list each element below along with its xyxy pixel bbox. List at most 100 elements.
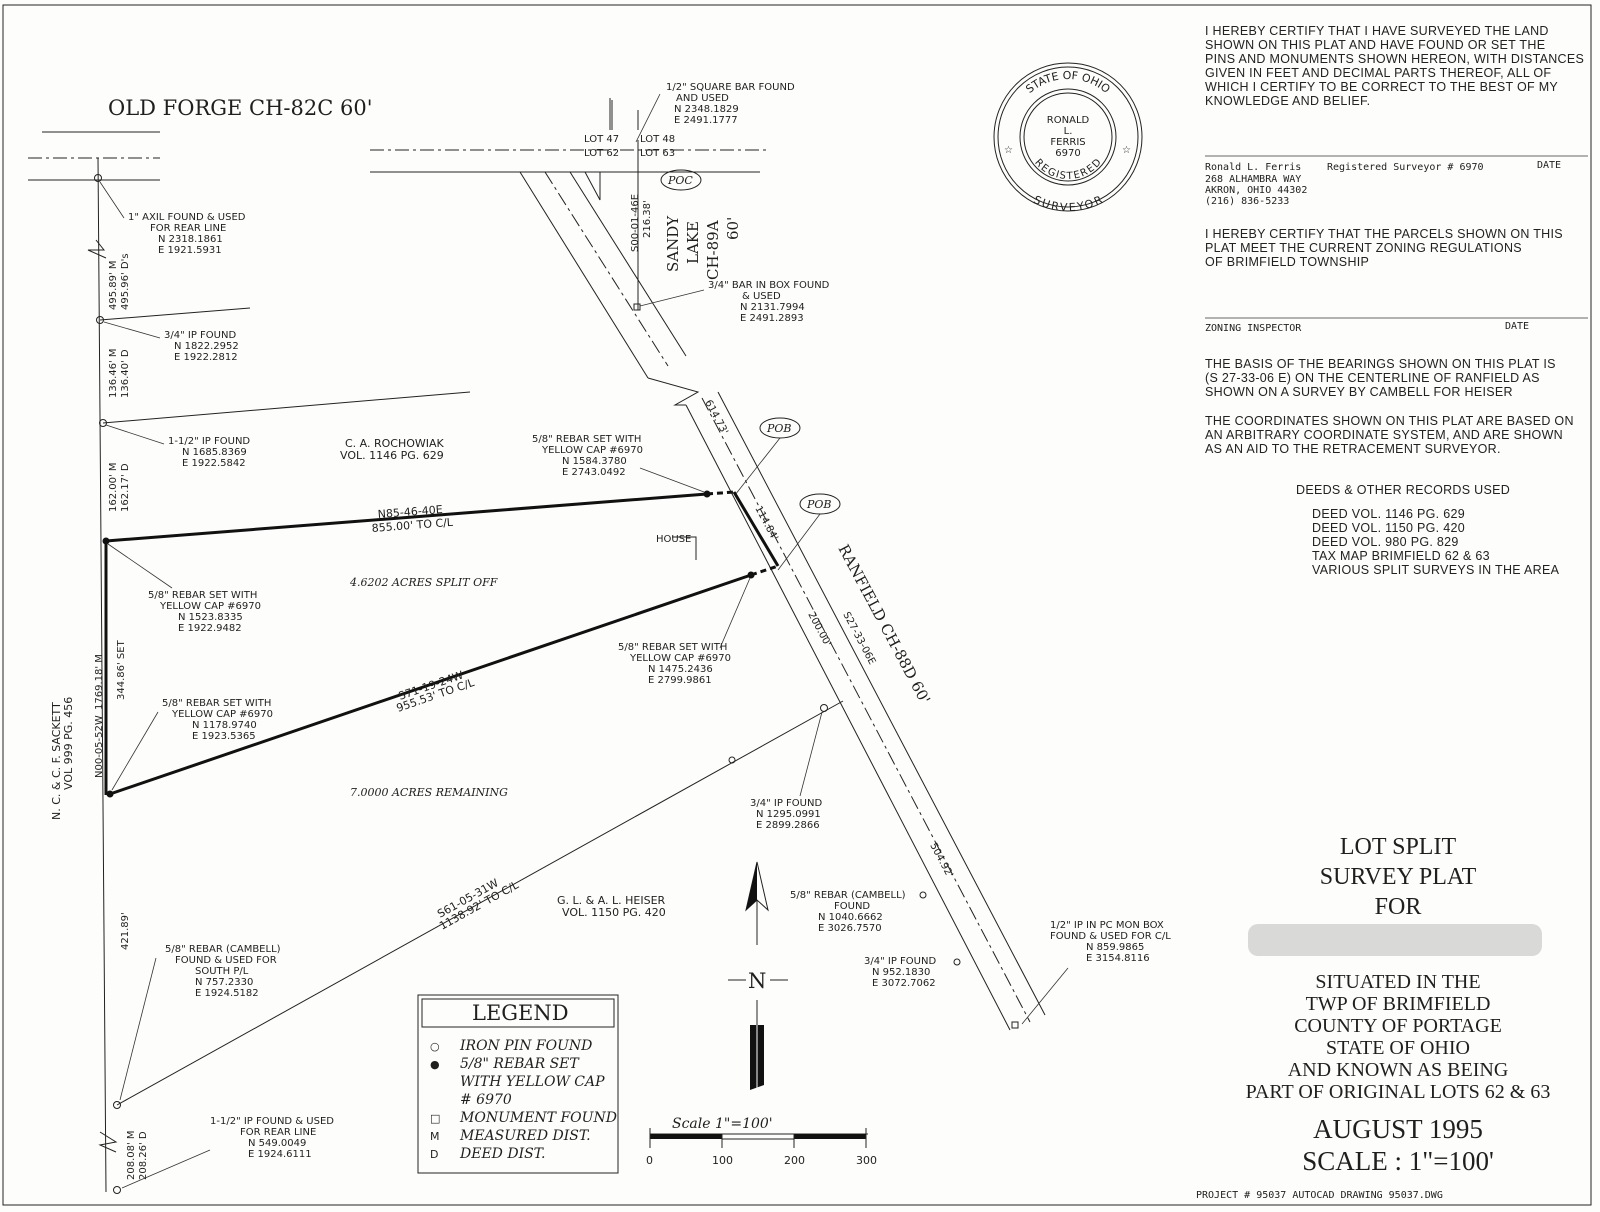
seal-state: STATE OF OHIO xyxy=(1023,69,1113,96)
svg-text:N 952.1830: N 952.1830 xyxy=(872,967,930,978)
rebar-set-icon: ● xyxy=(430,1058,440,1071)
svg-text:3/4" BAR IN BOX FOUND: 3/4" BAR IN BOX FOUND xyxy=(708,280,830,291)
svg-text:I HEREBY CERTIFY THAT THE PARC: I HEREBY CERTIFY THAT THE PARCELS SHOWN … xyxy=(1205,227,1563,241)
svg-text:1-1/2" IP FOUND & USED: 1-1/2" IP FOUND & USED xyxy=(210,1116,334,1127)
svg-text:AND USED: AND USED xyxy=(676,93,729,104)
svg-text:# 6970: # 6970 xyxy=(460,1092,512,1108)
svg-text:YELLOW CAP #6970: YELLOW CAP #6970 xyxy=(629,653,731,664)
svg-text:5/8" REBAR SET: 5/8" REBAR SET xyxy=(460,1056,580,1072)
parcel-labels: N85-46-40E 855.00' TO C/L S71-19-24W 955… xyxy=(340,437,691,933)
legend-item: # 6970 xyxy=(460,1092,512,1108)
svg-text:GIVEN IN FEET AND DECIMAL PART: GIVEN IN FEET AND DECIMAL PARTS THEREOF,… xyxy=(1205,66,1551,80)
svg-text:E 1922.5842: E 1922.5842 xyxy=(182,458,246,469)
svg-text:M: M xyxy=(430,1130,440,1143)
svg-text:YELLOW CAP #6970: YELLOW CAP #6970 xyxy=(159,601,261,612)
monument-callout: 5/8" REBAR (CAMBELL) FOUND N 1040.6662 E… xyxy=(790,890,906,934)
d1769-dim: 1769.18' M xyxy=(94,654,105,710)
svg-text:DEED VOL. 1150 PG. 420: DEED VOL. 1150 PG. 420 xyxy=(1312,521,1465,535)
house-label: HOUSE xyxy=(656,534,691,545)
svg-text:3/4" IP FOUND: 3/4" IP FOUND xyxy=(864,956,936,967)
svg-text:DEED DIST.: DEED DIST. xyxy=(459,1146,545,1162)
svg-text:N 1523.8335: N 1523.8335 xyxy=(178,612,243,623)
svg-text:E 1924.6111: E 1924.6111 xyxy=(248,1149,312,1160)
svg-text:N 2318.1861: N 2318.1861 xyxy=(158,234,223,245)
d208-dim: 208.08' M xyxy=(126,1130,137,1180)
svg-text:E 1921.5931: E 1921.5931 xyxy=(158,245,222,256)
svg-text:5/8" REBAR (CAMBELL): 5/8" REBAR (CAMBELL) xyxy=(165,944,281,955)
monument-callout: 3/4" IP FOUND N 1295.0991 E 2899.2866 xyxy=(750,798,822,831)
svg-text:PLAT MEET THE CURRENT ZONING R: PLAT MEET THE CURRENT ZONING REGULATIONS xyxy=(1205,241,1522,255)
west-dimensions: 495.89' M 495.96' D's 136.46' M 136.40' … xyxy=(50,253,149,1180)
sackett-vol: VOL 999 PG. 456 xyxy=(62,697,75,790)
lot-47-label: LOT 47 xyxy=(584,134,619,145)
monument-callouts: 1/2" SQUARE BAR FOUND AND USED N 2348.18… xyxy=(99,82,1171,1189)
bar-in-box-symbol xyxy=(633,303,641,311)
svg-text:E 2799.9861: E 2799.9861 xyxy=(648,675,712,686)
title-line-2: SURVEY PLAT xyxy=(1320,864,1477,890)
title-line-9: PART OF ORIGINAL LOTS 62 & 63 xyxy=(1246,1081,1551,1103)
legend-item: M MEASURED DIST. xyxy=(430,1128,591,1144)
title-line-6: COUNTY OF PORTAGE xyxy=(1294,1015,1502,1037)
d162d-dim: 162.17' D xyxy=(120,463,131,512)
monument-callout: 5/8" REBAR SET WITH YELLOW CAP #6970 N 1… xyxy=(148,590,261,634)
svg-text:N 859.9865: N 859.9865 xyxy=(1086,942,1144,953)
surveyor-date: DATE xyxy=(1537,160,1561,171)
monument-callout: 3/4" IP FOUND N 1822.2952 E 1922.2812 xyxy=(164,330,239,363)
title-line-4: SITUATED IN THE xyxy=(1315,971,1480,993)
remaining-area-label: 7.0000 ACRES REMAINING xyxy=(350,786,508,799)
svg-text:300: 300 xyxy=(856,1154,877,1167)
d162-dim: 162.00' M xyxy=(108,462,119,512)
seal-number: 6970 xyxy=(1055,148,1080,159)
svg-text:I HEREBY CERTIFY THAT I HAVE S: I HEREBY CERTIFY THAT I HAVE SURVEYED TH… xyxy=(1205,24,1549,38)
seal-star-icon: ☆ xyxy=(1004,145,1013,156)
svg-text:3/4" IP FOUND: 3/4" IP FOUND xyxy=(750,798,822,809)
zoning-inspector-label: ZONING INSPECTOR xyxy=(1205,323,1302,334)
title-line-7: STATE OF OHIO xyxy=(1326,1037,1470,1059)
legend-item: WITH YELLOW CAP xyxy=(460,1074,605,1090)
svg-text:AS AN AID TO THE RETRACEMENT S: AS AN AID TO THE RETRACEMENT SURVEYOR. xyxy=(1205,442,1501,456)
n85-bearing: N85-46-40E xyxy=(377,503,443,521)
svg-text:THE COORDINATES SHOWN ON THIS: THE COORDINATES SHOWN ON THIS PLAT ARE B… xyxy=(1205,414,1574,428)
svg-text:200: 200 xyxy=(784,1154,805,1167)
poc-marker xyxy=(660,169,702,191)
heiser-vol: VOL. 1150 PG. 420 xyxy=(562,906,666,919)
d614-dim: 614.73' xyxy=(702,398,729,436)
svg-text:TAX MAP BRIMFIELD 62 & 63: TAX MAP BRIMFIELD 62 & 63 xyxy=(1312,549,1490,563)
svg-text:5/8" REBAR SET WITH: 5/8" REBAR SET WITH xyxy=(162,698,271,709)
north-arrow: N xyxy=(728,861,788,1090)
sandy-lake-label-2: LAKE xyxy=(684,221,702,264)
svg-text:N 1584.3780: N 1584.3780 xyxy=(562,456,627,467)
svg-text:E 2899.2866: E 2899.2866 xyxy=(756,820,820,831)
svg-text:DEED VOL. 1146 PG. 629: DEED VOL. 1146 PG. 629 xyxy=(1312,507,1465,521)
north-label: N xyxy=(748,969,766,993)
rochowiak-owner: C. A. ROCHOWIAK xyxy=(345,437,445,450)
svg-text:AKRON, OHIO 44302: AKRON, OHIO 44302 xyxy=(1205,185,1307,196)
svg-text:DEED VOL. 980 PG. 829: DEED VOL. 980 PG. 829 xyxy=(1312,535,1459,549)
pob-label-2: POB xyxy=(806,498,832,511)
plat-scale: SCALE : 1"=100' xyxy=(1302,1146,1494,1176)
svg-text:E 2491.2893: E 2491.2893 xyxy=(740,313,804,324)
svg-text:VARIOUS SPLIT SURVEYS IN THE A: VARIOUS SPLIT SURVEYS IN THE AREA xyxy=(1312,563,1560,577)
svg-text:3/4" IP FOUND: 3/4" IP FOUND xyxy=(164,330,236,341)
svg-text:N 2348.1829: N 2348.1829 xyxy=(674,104,739,115)
svg-text:1-1/2" IP FOUND: 1-1/2" IP FOUND xyxy=(168,436,250,447)
parcel-lines xyxy=(105,490,961,1106)
plat-date: AUGUST 1995 xyxy=(1313,1114,1483,1144)
svg-text:AN ARBITRARY COORDINATE SYSTEM: AN ARBITRARY COORDINATE SYSTEM, AND ARE … xyxy=(1205,428,1563,442)
svg-text:N 549.0049: N 549.0049 xyxy=(248,1138,306,1149)
n00-bearing: N00-05-52W xyxy=(94,715,105,778)
surveyor-name: Ronald L. Ferris xyxy=(1205,162,1301,173)
svg-text:THE BASIS OF THE BEARINGS SHOW: THE BASIS OF THE BEARINGS SHOWN ON THIS … xyxy=(1205,357,1556,371)
monument-callout: 1-1/2" IP FOUND & USED FOR REAR LINE N 5… xyxy=(210,1116,334,1160)
svg-text:YELLOW CAP #6970: YELLOW CAP #6970 xyxy=(171,709,273,720)
svg-text:(216) 836-5233: (216) 836-5233 xyxy=(1205,196,1289,207)
iron-pin-icon: ○ xyxy=(430,1040,440,1053)
monument-callout: 1/2" SQUARE BAR FOUND AND USED N 2348.18… xyxy=(666,82,795,126)
svg-text:KNOWLEDGE AND BELIEF.: KNOWLEDGE AND BELIEF. xyxy=(1205,94,1370,108)
legend: LEGEND ○ IRON PIN FOUND ● 5/8" REBAR SET… xyxy=(417,994,619,1174)
certification-block: I HEREBY CERTIFY THAT I HAVE SURVEYED TH… xyxy=(1205,24,1588,577)
svg-text:E 2743.0492: E 2743.0492 xyxy=(562,467,626,478)
svg-text:E 1922.9482: E 1922.9482 xyxy=(178,623,242,634)
legend-item: ● 5/8" REBAR SET xyxy=(430,1056,580,1072)
surveyor-reg: Registered Surveyor # 6970 xyxy=(1327,162,1484,173)
